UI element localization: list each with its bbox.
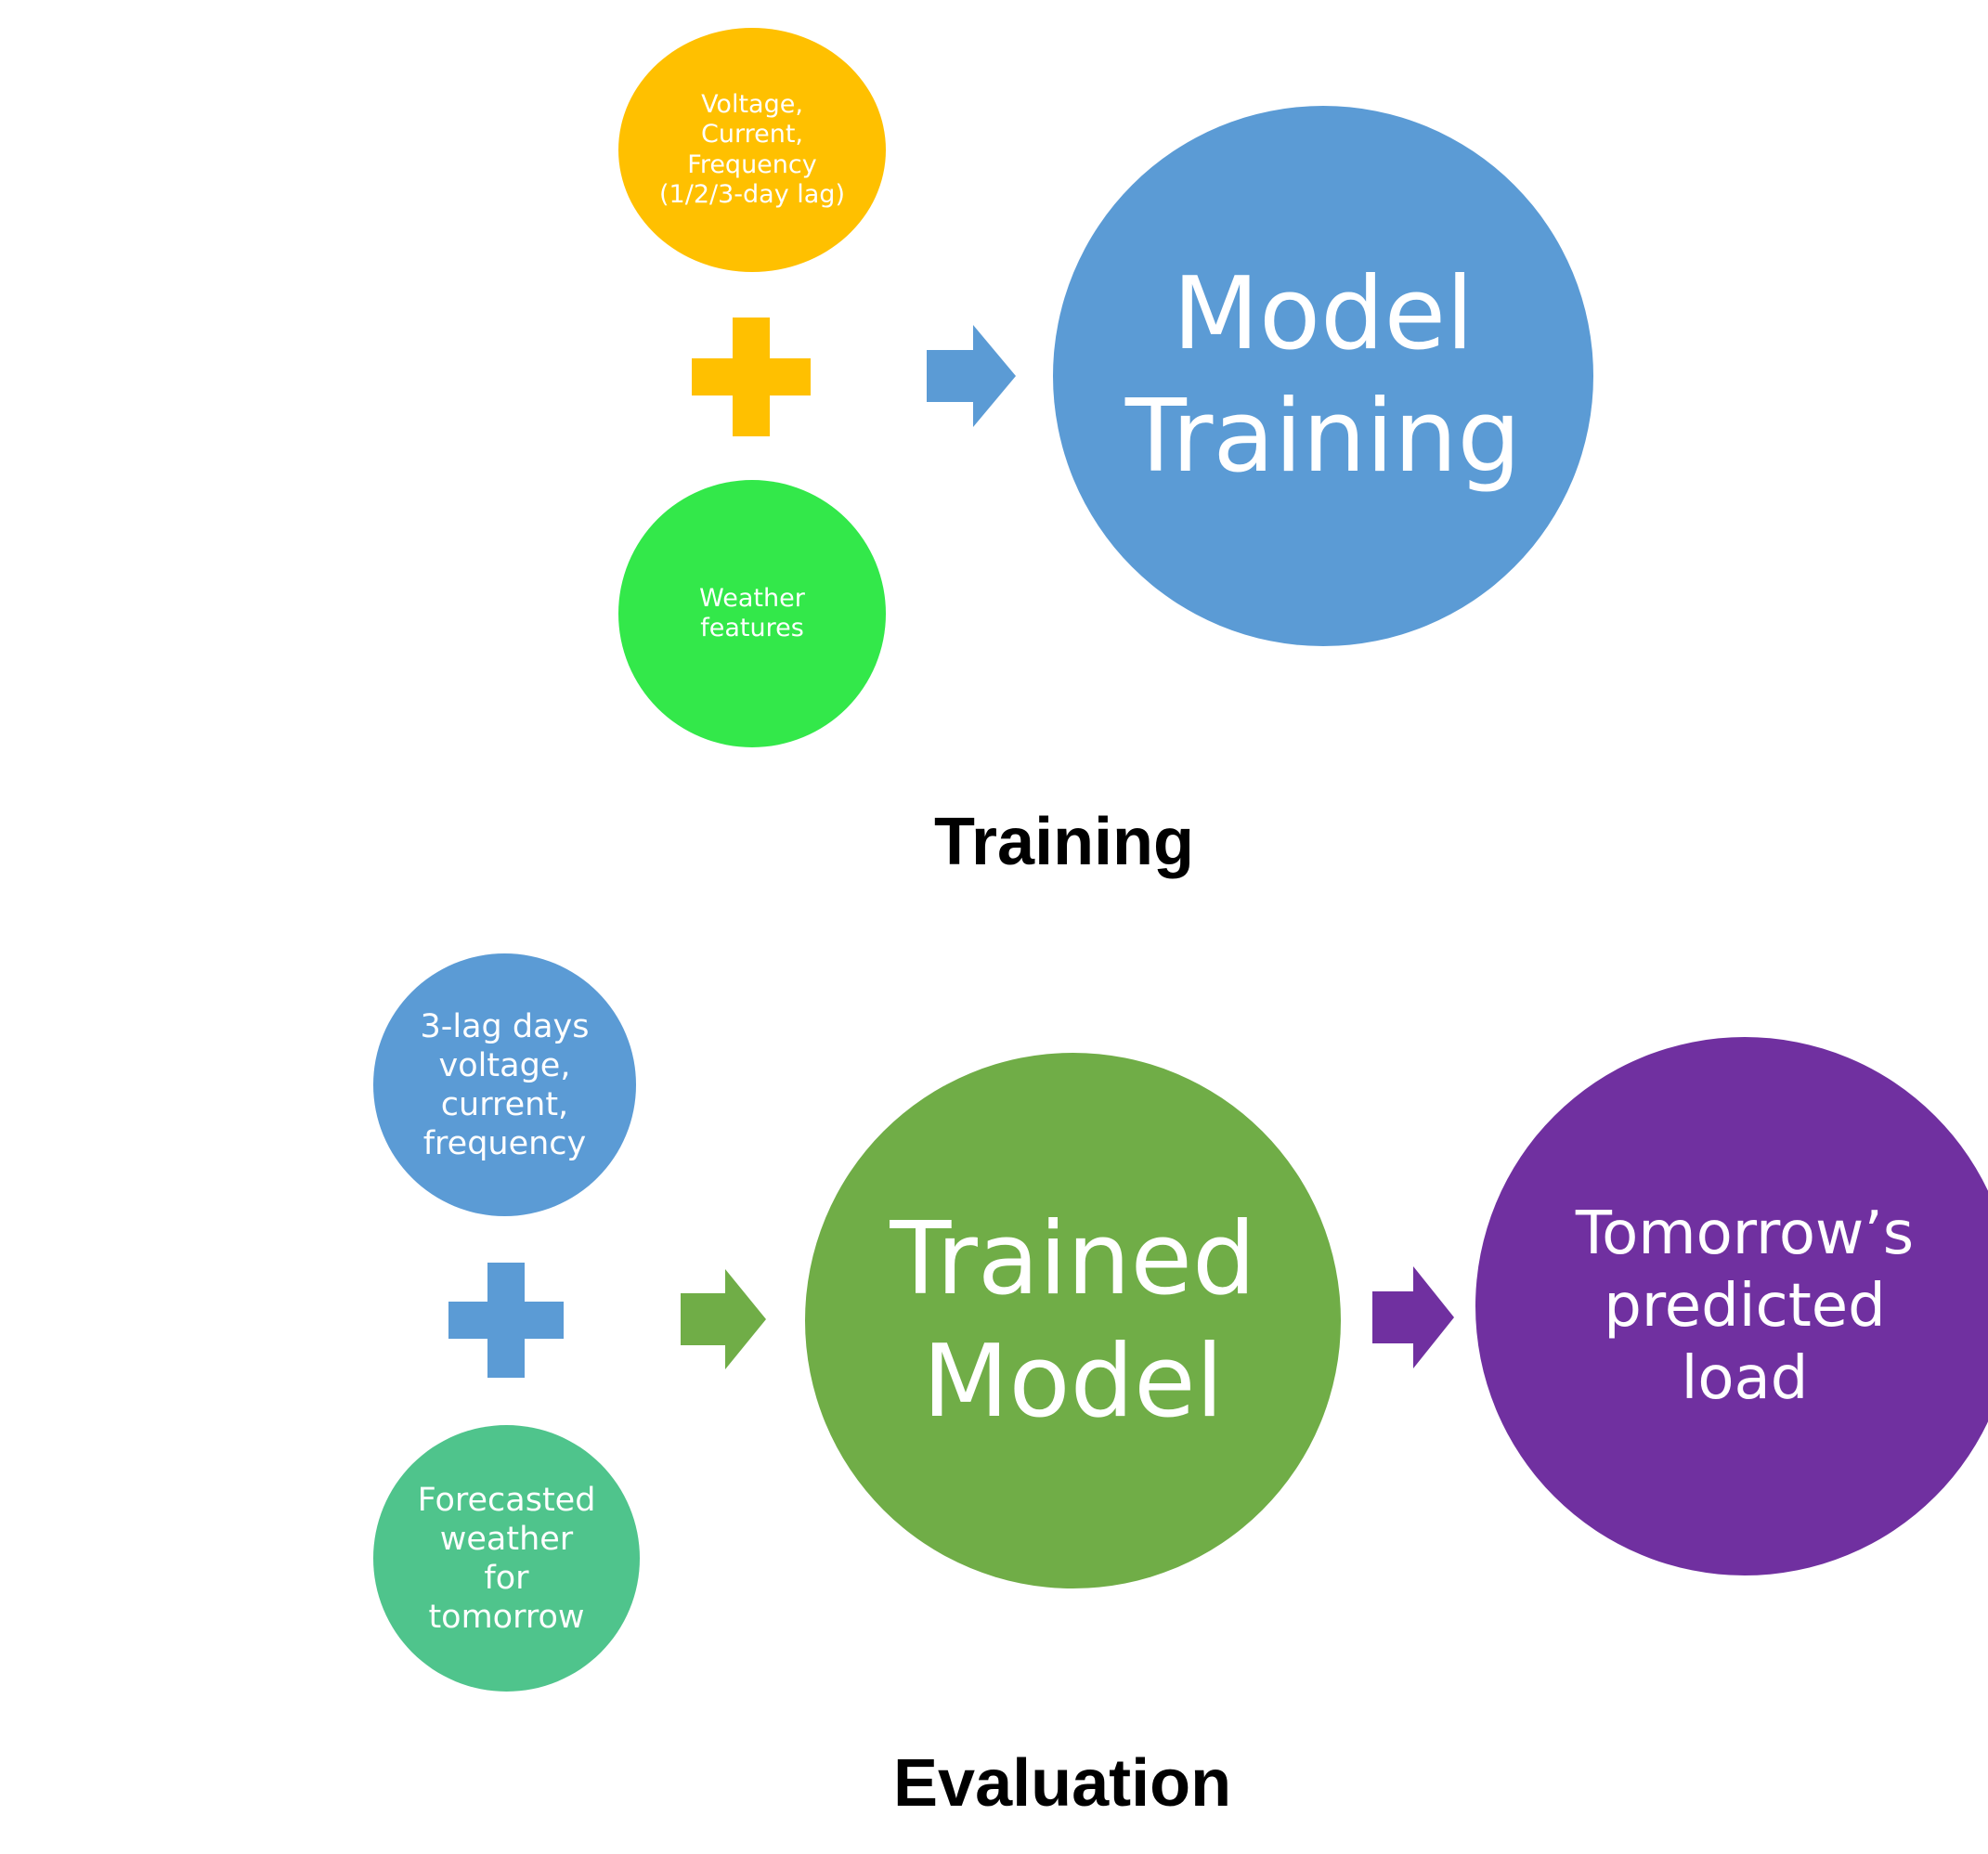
arrow-shape-training (927, 325, 1016, 427)
lagged-electrical-inputs-label: Voltage, Current, Frequency (1/2/3-day l… (659, 89, 845, 209)
trained-model-label: Trained Model (890, 1200, 1256, 1440)
arrow-right-icon (927, 325, 1016, 427)
arrow-right-icon (681, 1269, 766, 1369)
plus-shape-training (692, 318, 811, 436)
forecasted-weather-circle: Forecasted weather for tomorrow (373, 1425, 640, 1692)
plus-icon (692, 318, 811, 436)
arrow-right-icon (1372, 1266, 1454, 1368)
training-section-title: Training (934, 805, 1195, 879)
arrow-shape-to-model (681, 1269, 766, 1369)
forecasted-weather-label: Forecasted weather for tomorrow (417, 1481, 596, 1636)
weather-features-label: Weather features (699, 583, 805, 642)
model-training-circle: Model Training (1053, 106, 1593, 646)
model-training-label: Model Training (1124, 256, 1522, 495)
arrow-shape-to-output (1372, 1266, 1454, 1368)
predicted-load-circle: Tomorrow’s predicted load (1475, 1037, 1988, 1575)
weather-features-circle: Weather features (618, 480, 886, 747)
lag-days-inputs-label: 3-lag days voltage, current, frequency (420, 1007, 590, 1162)
evaluation-section-title: Evaluation (893, 1746, 1232, 1821)
plus-shape-evaluation (448, 1263, 564, 1378)
predicted-load-label: Tomorrow’s predicted load (1575, 1199, 1915, 1414)
lagged-electrical-inputs-circle: Voltage, Current, Frequency (1/2/3-day l… (618, 28, 886, 272)
plus-icon (448, 1263, 564, 1378)
lag-days-inputs-circle: 3-lag days voltage, current, frequency (373, 953, 636, 1216)
trained-model-circle: Trained Model (805, 1053, 1341, 1588)
